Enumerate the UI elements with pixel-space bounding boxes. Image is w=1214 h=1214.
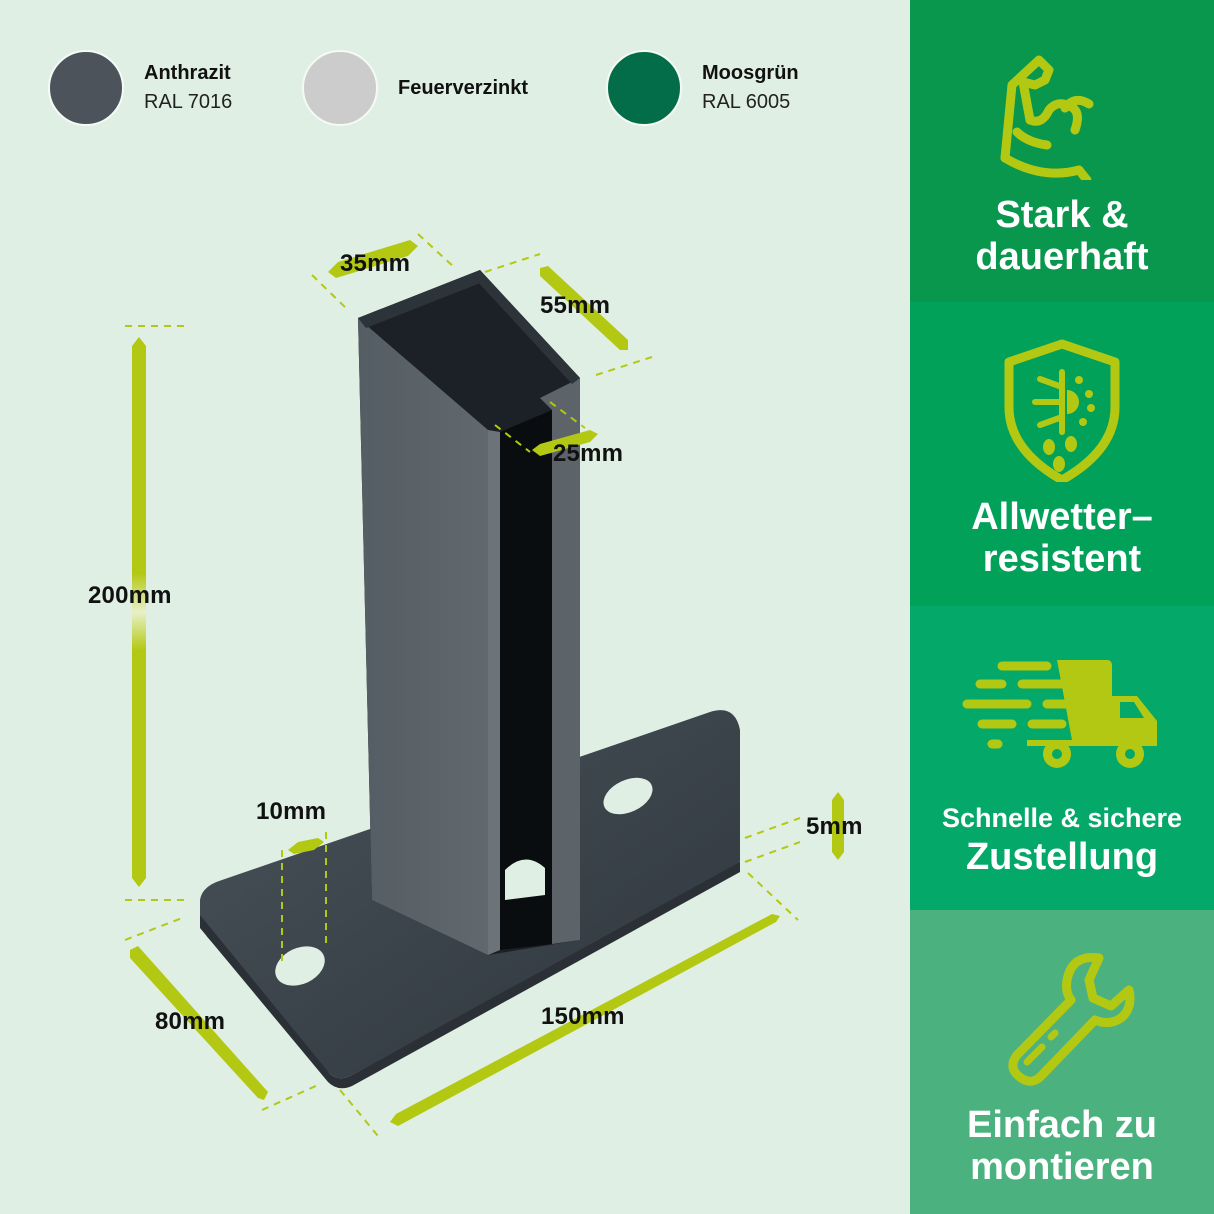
feature-label: Allwetter– resistent: [971, 496, 1153, 580]
feature-label: Einfach zu montieren: [966, 1104, 1158, 1188]
dim-plate-thickness: 5mm: [806, 813, 863, 840]
dimension-arrows: [130, 240, 844, 1126]
swatch-code: RAL 7016: [144, 91, 233, 113]
post-anchor-illustration: [124, 233, 844, 1137]
dim-plate-depth: 80mm: [155, 1008, 226, 1035]
dim-slot: 25mm: [553, 440, 624, 467]
wrench-icon: [1008, 952, 1135, 1086]
swatch-moosgruen: Moosgrün RAL 6005: [606, 50, 799, 126]
dim-height: 200mm: [88, 582, 172, 609]
product-diagram-area: Anthrazit RAL 7016 Feuerverzinkt Moosgrü…: [0, 50, 910, 1137]
feature-tile-mounting: Einfach zu montieren: [910, 910, 1214, 1214]
dim-plate-length: 150mm: [541, 1003, 625, 1030]
swatch-name: Moosgrün: [702, 62, 799, 84]
swatch-code: RAL 6005: [702, 91, 791, 113]
feature-tile-delivery: Schnelle & sichere Zustellung: [910, 606, 1214, 910]
flexed-arm-icon: [1000, 55, 1094, 180]
dim-hole: 10mm: [256, 798, 327, 825]
features-panel: Stark & dauerhaft Allwetter– resistent: [910, 0, 1214, 1214]
feature-tile-weather: Allwetter– resistent: [910, 302, 1214, 606]
feature-tile-strong: Stark & dauerhaft: [910, 0, 1214, 302]
color-dot-moss-green-icon: [606, 50, 682, 126]
color-dot-galvanized-icon: [302, 50, 378, 126]
weather-shield-icon: [1004, 339, 1120, 482]
dim-depth-top: 55mm: [540, 292, 611, 319]
swatch-name: Feuerverzinkt: [398, 76, 529, 99]
color-options: Anthrazit RAL 7016 Feuerverzinkt Moosgrü…: [0, 50, 910, 130]
swatch-feuerverzinkt: Feuerverzinkt: [302, 50, 528, 126]
u-post: [358, 270, 580, 955]
swatch-anthrazit: Anthrazit RAL 7016: [48, 50, 232, 126]
swatch-name: Anthrazit: [144, 62, 231, 84]
color-dot-anthrazit-icon: [48, 50, 124, 126]
delivery-truck-icon: [962, 660, 1157, 768]
dim-width-top: 35mm: [340, 250, 411, 277]
feature-label: Stark & dauerhaft: [975, 194, 1149, 278]
feature-label: Schnelle & sichere Zustellung: [941, 803, 1183, 878]
dimension-guides: [124, 233, 801, 1137]
